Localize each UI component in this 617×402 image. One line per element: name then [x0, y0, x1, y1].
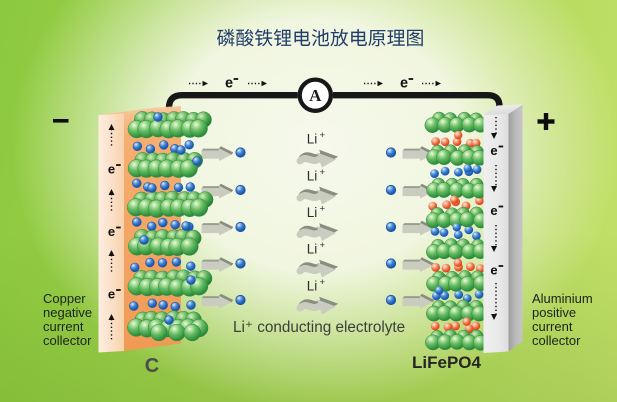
svg-text:+: +	[320, 277, 326, 288]
svg-text:+: +	[320, 240, 326, 251]
svg-text:current: current	[43, 319, 84, 334]
svg-text:LiFePO4: LiFePO4	[412, 353, 482, 372]
svg-text:Li: Li	[307, 132, 318, 147]
svg-text:e: e	[400, 76, 408, 92]
svg-text:Li: Li	[307, 279, 318, 294]
svg-text:e: e	[108, 287, 115, 302]
svg-text:+: +	[320, 204, 326, 215]
svg-text:+: +	[320, 167, 326, 178]
svg-text:e: e	[225, 76, 233, 92]
svg-text:negative: negative	[43, 305, 92, 320]
svg-text:+: +	[320, 130, 326, 141]
svg-text:Li: Li	[307, 169, 318, 184]
svg-text:e: e	[490, 203, 497, 218]
svg-text:collector: collector	[43, 333, 92, 348]
svg-text:e: e	[490, 263, 497, 278]
svg-text:Li⁺ conducting electrolyte: Li⁺ conducting electrolyte	[233, 319, 405, 336]
svg-text:current: current	[532, 319, 573, 334]
svg-text:A: A	[309, 86, 322, 105]
svg-text:collector: collector	[532, 333, 581, 348]
svg-text:e: e	[490, 143, 497, 158]
svg-text:e: e	[108, 224, 115, 239]
svg-text:positive: positive	[532, 305, 576, 320]
svg-text:e: e	[108, 162, 115, 177]
svg-text:Li: Li	[307, 205, 318, 220]
svg-text:Aluminium: Aluminium	[532, 291, 593, 306]
svg-text:Copper: Copper	[43, 291, 86, 306]
svg-text:Li: Li	[307, 242, 318, 257]
svg-text:C: C	[145, 355, 159, 377]
